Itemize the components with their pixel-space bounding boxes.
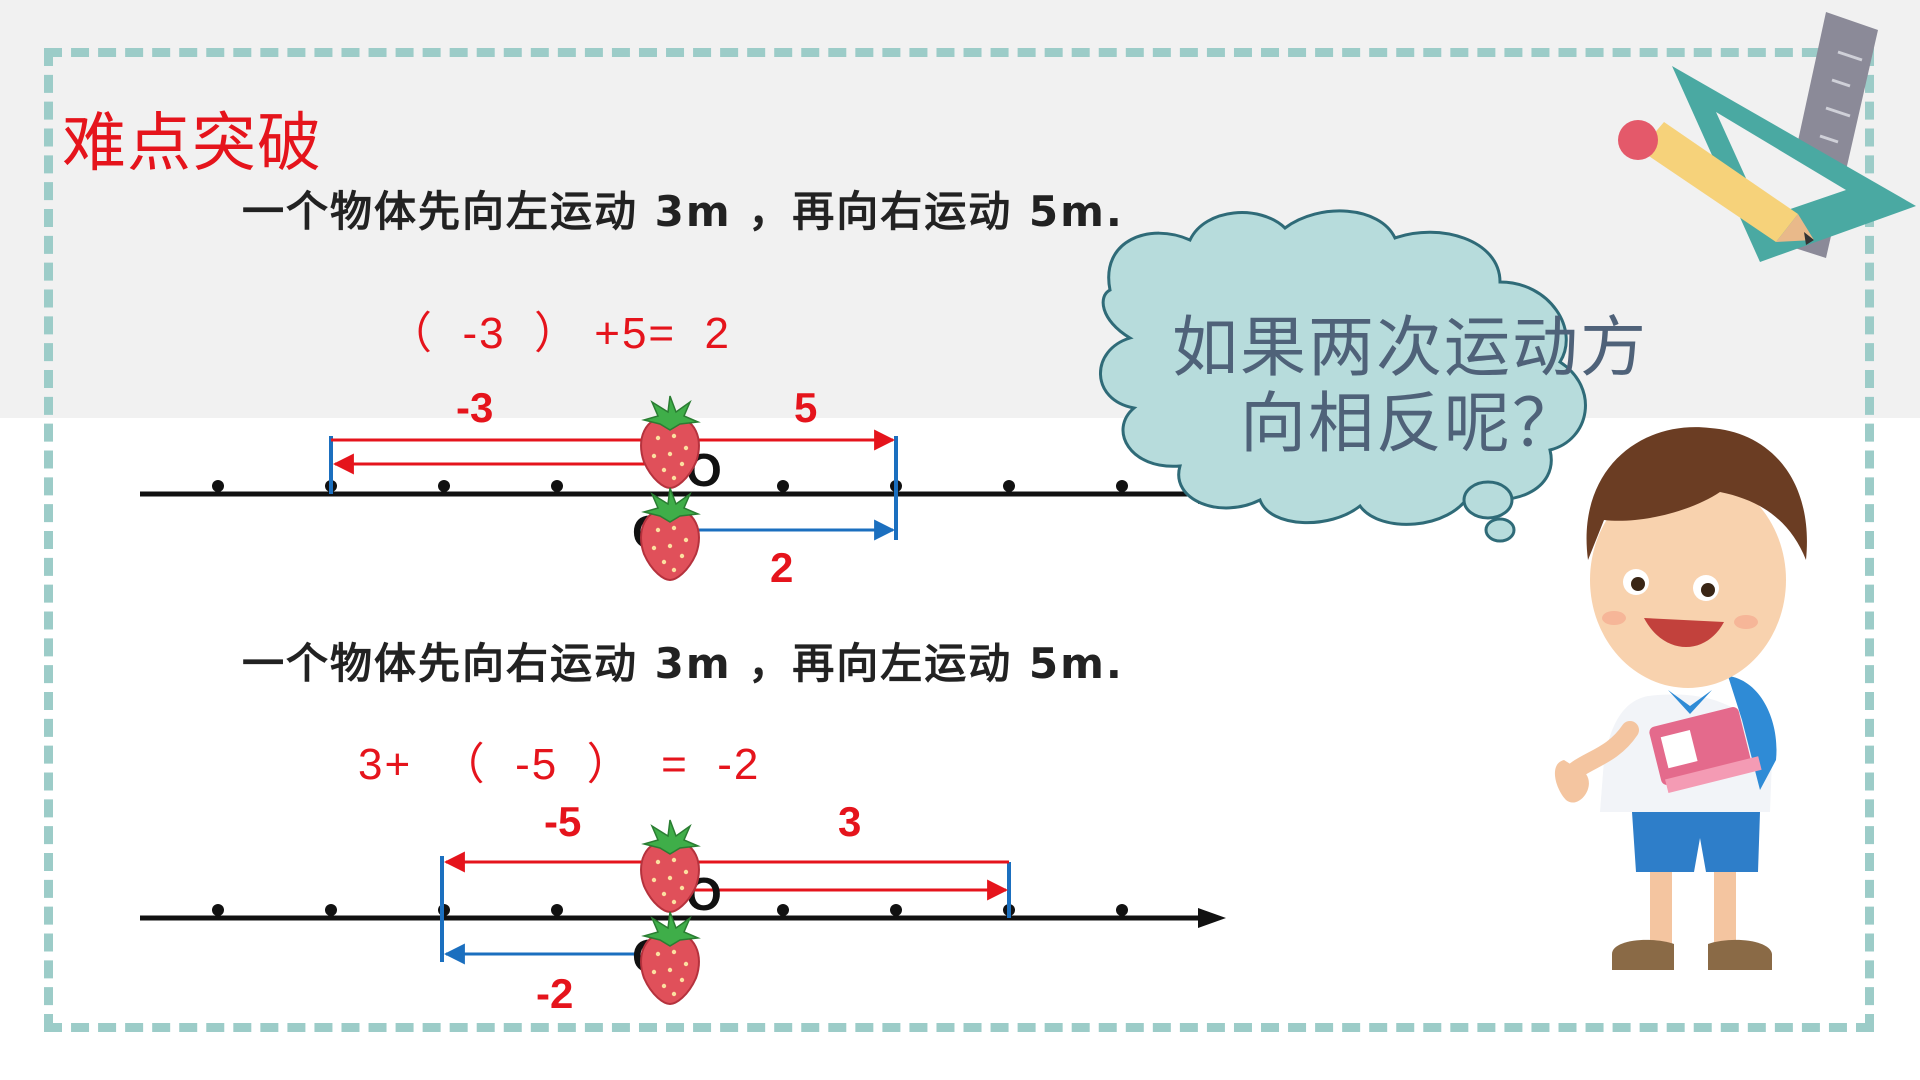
set-square-icon bbox=[1672, 66, 1916, 262]
boy-illustration bbox=[1554, 427, 1807, 970]
dashed-frame bbox=[44, 48, 1874, 1032]
problem-statement-2: 一个物体先向右运动 3m ，再向左运动 5m. bbox=[242, 639, 1124, 688]
thought-bubble-text: 如果两次运动方 向相反呢？ bbox=[1150, 310, 1670, 462]
label-5: 5 bbox=[794, 384, 817, 431]
thought-line-2: 向相反呢？ bbox=[1240, 385, 1580, 462]
equation-1: （ -3 ） +5= 2 bbox=[388, 309, 732, 358]
label-minus5: -5 bbox=[544, 798, 581, 845]
pencil-icon bbox=[1618, 120, 1814, 245]
problem-statement-1: 一个物体先向左运动 3m ，再向右运动 5m. bbox=[242, 187, 1124, 236]
strawberry-icon bbox=[640, 487, 700, 581]
top-background-band bbox=[0, 0, 1920, 418]
label-minus3: -3 bbox=[456, 384, 493, 431]
strawberry-icon bbox=[640, 911, 700, 1005]
label-3: 3 bbox=[838, 798, 861, 845]
label-result-2: 2 bbox=[770, 544, 793, 591]
thought-line-1: 如果两次运动方 bbox=[1172, 309, 1648, 386]
label-result-minus2: -2 bbox=[536, 970, 573, 1017]
equation-2: 3+ （ -5 ） = -2 bbox=[358, 740, 761, 789]
number-line-2 bbox=[140, 904, 1226, 928]
slide-title: 难点突破 bbox=[62, 107, 322, 181]
thought-bubble bbox=[1099, 209, 1587, 543]
